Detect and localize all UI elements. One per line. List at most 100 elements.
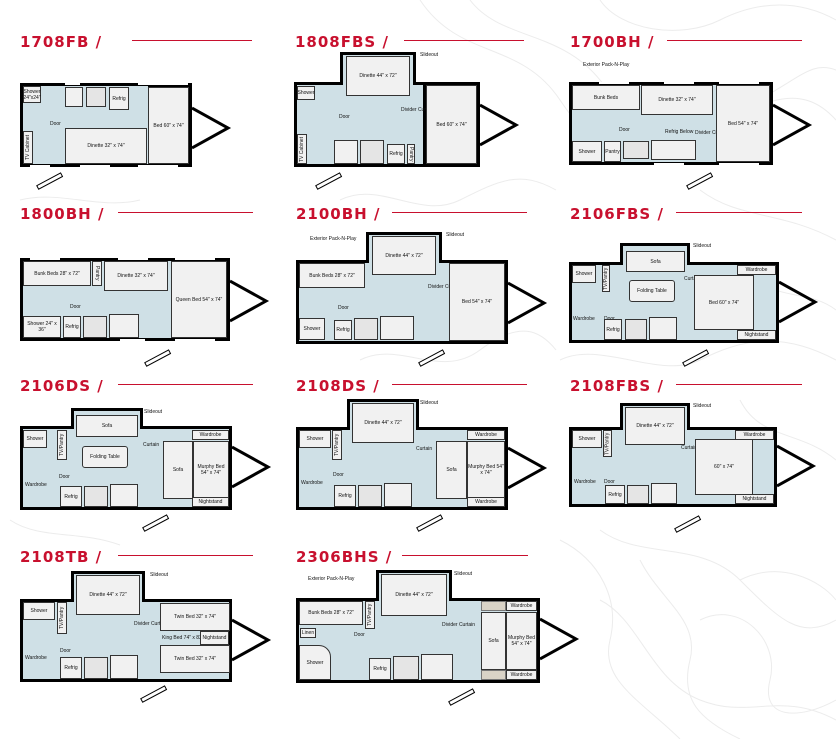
sofa-2: Sofa [163,441,193,499]
folding-table: Folding Table [629,280,675,302]
stove [358,485,382,507]
tv-pantry: TV/Pantry [332,430,342,460]
plan-title: 2106DS / [20,377,104,395]
door-label: Door [619,127,630,133]
shower: Shower [572,265,596,283]
sink [380,316,414,340]
bed: Bed 60" x 74" [148,87,189,164]
pantry: Pantry [92,261,102,286]
slideout-label: Slideout [454,571,473,577]
floorplan-diagram: Slideout Dinette 44" x 72" Bunk Beds 28"… [296,570,580,688]
refrigerator: Refrig [60,486,82,507]
sink [110,655,138,679]
stove [627,485,649,504]
stove [354,318,378,340]
dinette: Dinette 44" x 72" [372,236,436,275]
shower: Shower [297,86,315,100]
sofa: Sofa [436,441,467,499]
tv-pantry: TV/Pantry [57,430,67,460]
slideout-label: Slideout [420,400,439,406]
floorplan-diagram: Slideout Dinette 44" x 72" Shower TV/Pan… [296,399,548,514]
refrigerator: Refrig [387,144,405,164]
wardrobe: Wardrobe [735,430,774,440]
wardrobe-label: Wardrobe [573,316,595,322]
stove [86,87,106,107]
dinette: Dinette 44" x 72" [346,56,410,96]
dinette: Dinette 44" x 72" [352,403,414,443]
sink [334,140,358,164]
plan-title: 2306BHS / [296,548,393,566]
door-label: Door [50,121,61,127]
wardrobe-2: Wardrobe [506,670,537,680]
wardrobe: Wardrobe [737,265,776,275]
refrigerator: Refrig [60,657,82,679]
bed: Bed 54" x 74" [449,263,505,341]
wardrobe-label: Wardrobe [25,655,47,661]
wardrobe-shelf-2 [481,670,506,680]
floorplan-diagram: Bunk Beds 28" x 72" Pantry Dinette 32" x… [20,258,270,346]
wardrobe-label: Wardrobe [574,479,596,485]
dinette: Dinette 32" x 74" [65,128,147,164]
shower: Shower 24" x 36" [23,316,61,338]
sink [649,317,677,340]
door-label: Door [604,479,615,485]
divider-curtain-label: Divider Curtain [428,284,462,290]
divider-curtain-label: Divider Curtain [695,130,729,136]
tv-pantry: TV/Pantry [365,601,375,629]
entry-step [682,349,710,367]
tv-pantry: TV/Pantry [57,602,67,634]
refrigerator: Refrig [109,87,129,110]
title-rule [118,555,253,556]
entry-step [315,172,343,190]
title-rule [404,40,524,41]
door-label: Door [59,474,70,480]
wardrobe-2: Wardrobe [467,497,505,507]
bed: Bed 60" x 74" [694,275,754,330]
stove [360,140,384,164]
sofa: Sofa [626,251,685,272]
entry-step [674,515,702,533]
stove [84,657,108,679]
floorplan-diagram: Slideout Sofa Shower TV/Pantry Curtain W… [569,243,819,348]
king-bed-label: King Bed 74" x 82" [162,635,204,641]
floorplan-diagram: Slideout Sofa Shower TV/Pantry Curtain W… [20,408,272,513]
entry-step [418,349,446,367]
bunk-beds: Bunk Beds [572,85,640,110]
shower: Shower [23,602,55,620]
dinette: Dinette 44" x 72" [625,407,685,445]
refrigerator: Refrig [63,316,81,338]
slideout-label: Slideout [420,52,439,58]
pantry: Pantry [407,144,415,164]
sofa: Sofa [76,415,138,437]
curtain-label: Curtain [143,442,160,448]
queen-bed: Queen Bed 54" x 74" [171,261,227,338]
floorplan-diagram: Shower 24"x24" Refrig Door Dinette 32" x… [20,83,232,168]
exterior-pack-n-play-label: Exterior Pack-N-Play [583,62,630,68]
plan-title: 1808FBS / [295,33,389,51]
tv-pantry: TV/Pantry [602,265,610,292]
entry-step [416,514,444,532]
entry-step [142,514,170,532]
shower: Shower [572,430,602,448]
nightstand: Nightstand [735,494,774,504]
refrigerator: Refrig [369,658,391,680]
tv-cabinet: TV Cabinet [297,134,307,164]
door-label: Door [354,632,365,638]
dinette: Dinette 44" x 72" [76,575,140,615]
tv-cabinet: TV Cabinet [23,131,33,164]
title-rule [667,40,802,41]
door-label: Door [333,472,344,478]
divider-curtain-label: Divider Curtain [442,622,476,628]
exterior-pack-n-play-label: Exterior Pack-N-Play [310,236,357,242]
bunk-beds: Bunk Beds 28" x 72" [23,261,91,286]
title-rule [118,212,253,213]
refrig-below-label: Refrig Below [665,129,694,135]
sink [651,483,677,504]
title-rule [676,212,802,213]
folding-table: Folding Table [82,446,128,468]
title-rule [676,384,802,385]
shower: Shower [299,645,331,680]
nightstand: Nightstand [192,497,229,507]
sink [109,314,139,338]
door-label: Door [60,648,71,654]
